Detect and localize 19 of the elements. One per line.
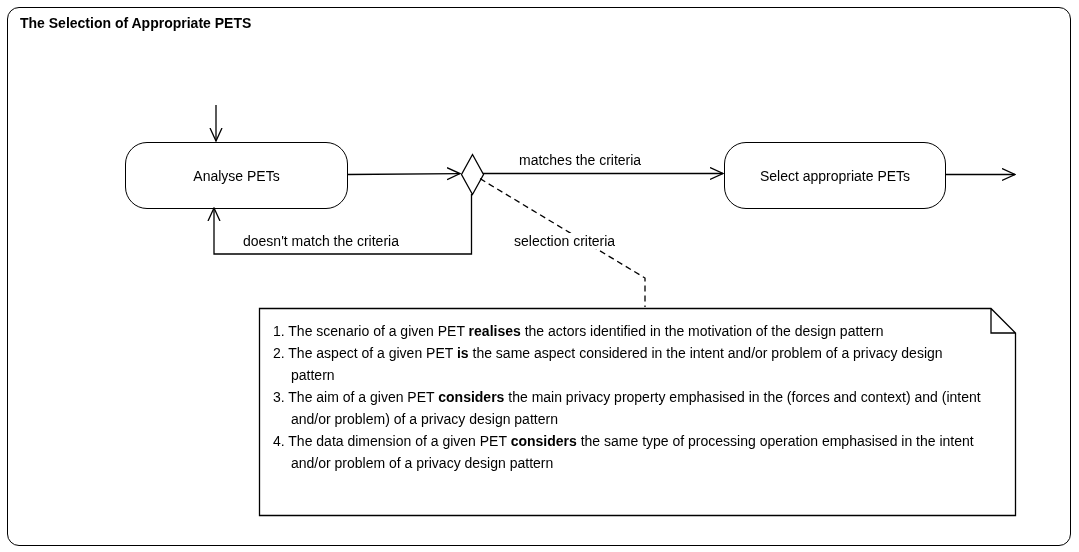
- action-label: Select appropriate PETs: [759, 167, 911, 184]
- arrow: [482, 166, 724, 181]
- edge-label: matches the criteria: [517, 152, 644, 168]
- arrow: [207, 193, 473, 255]
- frame-title: The Selection of Appropriate PETS: [20, 15, 252, 31]
- arrow: [944, 167, 1016, 182]
- dashed-connector: [479, 178, 646, 308]
- activity-frame: [7, 7, 1071, 546]
- criteria-item: 4. The data dimension of a given PET considers the same type of processing operation emphasised in the intent and/or problem of a privacy design pattern: [273, 432, 975, 473]
- decision-diamond: [461, 154, 484, 195]
- action-node: [724, 142, 946, 209]
- criteria-item: 1. The scenario of a given PET realises the actors identified in the motivation of the design pattern: [273, 322, 885, 341]
- action-node: [125, 142, 348, 209]
- edge-label: selection criteria: [512, 233, 618, 249]
- note-shape: [259, 308, 1016, 516]
- arrow: [209, 104, 223, 142]
- edge-label: doesn't match the criteria: [241, 233, 401, 249]
- action-label: Analyse PETs: [193, 167, 280, 184]
- arrow: [346, 167, 461, 181]
